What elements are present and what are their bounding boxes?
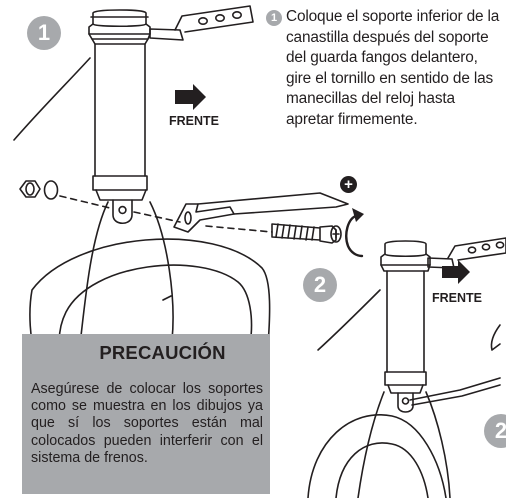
- nut-icon: [19, 180, 41, 198]
- fender-2: [307, 414, 447, 498]
- figure-1: [13, 5, 349, 381]
- fork-blade-right: [149, 201, 174, 341]
- caution-text: Asegúrese de colocar los soportes como s…: [31, 381, 263, 466]
- arrow-right-icon: [175, 84, 206, 110]
- caution-title: PRECAUCIÓN: [99, 342, 226, 363]
- caution-box: PRECAUCIÓN Asegúrese de colocar los sopo…: [22, 334, 270, 494]
- caution-header: PRECAUCIÓN: [22, 342, 270, 364]
- step-1-badge: 1: [27, 16, 61, 50]
- clockwise-arrow-icon: [345, 213, 364, 258]
- step-2-badge: 2: [303, 268, 337, 302]
- instruction-step-badge: 1: [266, 10, 282, 26]
- front-label-bottom: FRENTE: [432, 291, 482, 305]
- figure-2: [307, 237, 506, 498]
- step-2-repeat-badge: 2: [484, 414, 506, 448]
- head-tube: [94, 43, 146, 177]
- bolt-icon: [271, 223, 321, 241]
- basket-bracket: [173, 203, 235, 233]
- plus-icon: +: [340, 176, 357, 193]
- fender-bracket-1: [149, 28, 184, 41]
- arrow-right-icon-2: [442, 260, 470, 284]
- instruction-text: Coloque el soporte inferior de la canast…: [286, 8, 500, 128]
- headset-cap-2: [384, 240, 427, 258]
- front-label-top: FRENTE: [169, 114, 219, 128]
- warning-icon-spacer: [66, 342, 92, 364]
- headset-cap: [92, 9, 147, 28]
- alignment-line: [59, 195, 273, 233]
